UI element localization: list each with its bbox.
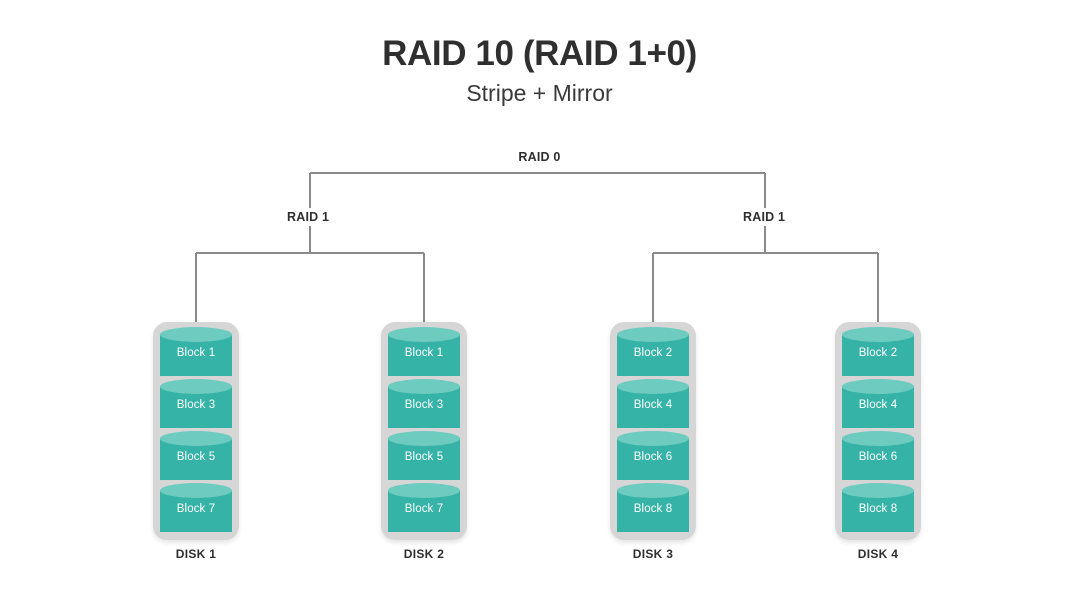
- disk-4: Block 2 Block 4 Block 6 Block 8 DISK 4: [835, 322, 921, 561]
- disk-platter: Block 7: [160, 483, 232, 532]
- disk-platter: Block 5: [160, 431, 232, 480]
- disk-platter: Block 7: [388, 483, 460, 532]
- block-label: Block 6: [858, 451, 898, 463]
- platter-top-ellipse: [617, 483, 689, 498]
- block-label: Block 5: [176, 451, 216, 463]
- disk-platter: Block 5: [388, 431, 460, 480]
- title-block: RAID 10 (RAID 1+0) Stripe + Mirror: [0, 34, 1079, 106]
- disk-platter: Block 8: [842, 483, 914, 532]
- disk-platter: Block 3: [388, 379, 460, 428]
- disk-platter: Block 1: [388, 327, 460, 376]
- disk-shell: Block 2 Block 4 Block 6 Block 8: [610, 322, 696, 540]
- platter-top-ellipse: [842, 483, 914, 498]
- disk-platter: Block 2: [842, 327, 914, 376]
- disk-caption: DISK 2: [403, 547, 445, 561]
- platter-top-ellipse: [842, 379, 914, 394]
- block-label: Block 7: [176, 503, 216, 515]
- page-subtitle: Stripe + Mirror: [466, 79, 613, 106]
- platter-top-ellipse: [160, 483, 232, 498]
- block-label: Block 8: [858, 503, 898, 515]
- platter-top-ellipse: [617, 379, 689, 394]
- disk-platter: Block 6: [617, 431, 689, 480]
- disk-3: Block 2 Block 4 Block 6 Block 8 DISK 3: [610, 322, 696, 561]
- platter-stack: Block 2 Block 4 Block 6 Block 8: [842, 327, 914, 535]
- raid0-label: RAID 0: [518, 150, 561, 164]
- disk-platter: Block 6: [842, 431, 914, 480]
- raid1-label-left: RAID 1: [283, 208, 334, 226]
- platter-top-ellipse: [617, 327, 689, 342]
- platter-top-ellipse: [388, 483, 460, 498]
- disk-caption: DISK 3: [632, 547, 674, 561]
- platter-top-ellipse: [617, 431, 689, 446]
- block-label: Block 1: [404, 347, 444, 359]
- disk-shell: Block 1 Block 3 Block 5 Block 7: [153, 322, 239, 540]
- block-label: Block 3: [404, 399, 444, 411]
- platter-top-ellipse: [160, 327, 232, 342]
- platter-top-ellipse: [388, 431, 460, 446]
- disk-platter: Block 4: [842, 379, 914, 428]
- platter-stack: Block 1 Block 3 Block 5 Block 7: [160, 327, 232, 535]
- platter-top-ellipse: [388, 327, 460, 342]
- disk-shell: Block 1 Block 3 Block 5 Block 7: [381, 322, 467, 540]
- block-label: Block 2: [633, 347, 673, 359]
- platter-top-ellipse: [388, 379, 460, 394]
- disk-platter: Block 4: [617, 379, 689, 428]
- block-label: Block 4: [633, 399, 673, 411]
- disk-platter: Block 8: [617, 483, 689, 532]
- disk-caption: DISK 4: [857, 547, 899, 561]
- disk-caption: DISK 1: [175, 547, 217, 561]
- disk-platter: Block 3: [160, 379, 232, 428]
- page-title: RAID 10 (RAID 1+0): [382, 34, 697, 73]
- block-label: Block 5: [404, 451, 444, 463]
- disk-platter: Block 2: [617, 327, 689, 376]
- platter-top-ellipse: [160, 379, 232, 394]
- block-label: Block 6: [633, 451, 673, 463]
- block-label: Block 8: [633, 503, 673, 515]
- platter-top-ellipse: [842, 327, 914, 342]
- disk-shell: Block 2 Block 4 Block 6 Block 8: [835, 322, 921, 540]
- platter-stack: Block 1 Block 3 Block 5 Block 7: [388, 327, 460, 535]
- raid1-label-right: RAID 1: [739, 208, 790, 226]
- block-label: Block 4: [858, 399, 898, 411]
- block-label: Block 3: [176, 399, 216, 411]
- platter-stack: Block 2 Block 4 Block 6 Block 8: [617, 327, 689, 535]
- disk-2: Block 1 Block 3 Block 5 Block 7 DISK 2: [381, 322, 467, 561]
- disk-platter: Block 1: [160, 327, 232, 376]
- block-label: Block 1: [176, 347, 216, 359]
- disk-1: Block 1 Block 3 Block 5 Block 7 DISK 1: [153, 322, 239, 561]
- block-label: Block 7: [404, 503, 444, 515]
- platter-top-ellipse: [842, 431, 914, 446]
- platter-top-ellipse: [160, 431, 232, 446]
- block-label: Block 2: [858, 347, 898, 359]
